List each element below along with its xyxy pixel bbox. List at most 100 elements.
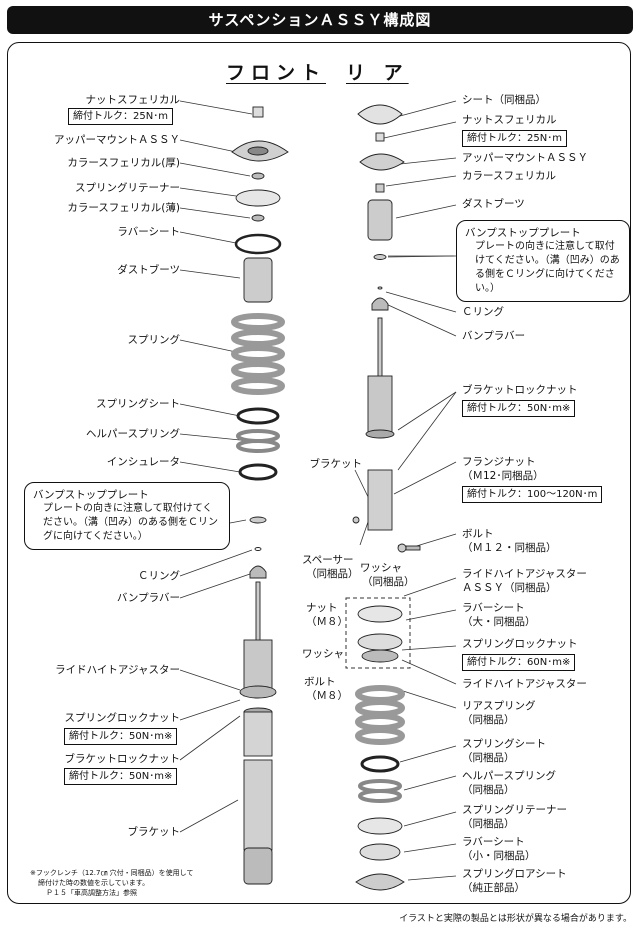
rear-label-flange-nut: フランジナット xyxy=(462,456,536,468)
rear-label-bump-rubber: バンプラバー xyxy=(462,330,526,342)
rear-label-spring-lower-seat: スプリングロアシート xyxy=(462,868,567,880)
page-title: サスペンションＡＳＳＹ構成図 xyxy=(7,6,633,34)
rear-bracket-lock-nut xyxy=(365,429,395,439)
rear-collar xyxy=(375,183,385,193)
front-collar-thick xyxy=(251,172,265,180)
rear-spring-seat xyxy=(360,755,400,773)
front-ride-height-adjuster xyxy=(239,685,277,699)
rear-label-seat: シート（同梱品） xyxy=(462,94,546,106)
front-collar-thin xyxy=(251,214,265,222)
rear-label-bolt-spec: （Ｍ１２・同梱品） xyxy=(462,542,557,554)
front-spring-seat xyxy=(236,407,280,425)
adjuster-group-outline xyxy=(345,597,411,669)
rear-bump-plate xyxy=(373,254,387,260)
rear-ride-height-adjuster xyxy=(361,649,399,663)
rear-note-body: プレートの向きに注意して取付けてください。（溝（凹み）のある側をＣリングに向けて… xyxy=(475,241,620,294)
rear-label-upper-mount: アッパーマウントＡＳＳＹ xyxy=(462,152,588,164)
footnote-line-2: 締付けた時の数値を示しています。 xyxy=(38,879,150,887)
rear-label-rear-spring: リアスプリング xyxy=(462,700,536,712)
rear-nut-spherical xyxy=(375,132,385,142)
front-parts xyxy=(231,106,289,885)
rear-label-adjuster-assy-note: ＡＳＳＹ（同梱品） xyxy=(462,582,557,594)
front-label-helper-spring: ヘルパースプリング xyxy=(86,428,180,440)
rear-parts xyxy=(352,104,421,891)
front-rubber-seat xyxy=(234,233,282,255)
rear-label-bolt-m8: ボルト xyxy=(304,676,336,688)
front-piston-rod xyxy=(255,581,261,643)
rear-torque-spring-lock: 締付トルク：60N･m※ xyxy=(462,654,576,671)
front-c-ring xyxy=(254,547,262,551)
front-torque-bracket-lock: 締付トルク：50N･m※ xyxy=(64,768,178,785)
rear-label-spacer: スペーサー xyxy=(302,554,354,566)
rear-label-rubber-seat-large: ラバーシート xyxy=(462,602,525,614)
rear-bump-rubber xyxy=(371,297,389,311)
rear-label-washer-note: （同梱品） xyxy=(362,576,415,588)
front-label-collar-thick: カラースフェリカル(厚) xyxy=(67,157,180,169)
rear-label-helper-spring: ヘルパースプリング xyxy=(462,770,556,782)
diagram-frame xyxy=(7,42,631,904)
rear-helper-spring xyxy=(358,779,402,803)
rear-washer xyxy=(397,543,407,553)
rear-label-spring-retainer-note: （同梱品） xyxy=(462,818,515,830)
front-bracket xyxy=(243,759,273,851)
front-bump-plate-note: バンプストッププレート プレートの向きに注意して取付けてください。（溝（凹み）の… xyxy=(24,482,230,550)
rear-bracket xyxy=(367,469,393,531)
front-dust-boot xyxy=(243,257,273,303)
front-label-spring-seat: スプリングシート xyxy=(96,398,180,410)
leader-lines xyxy=(179,100,457,881)
front-label-spring: スプリング xyxy=(127,334,181,346)
front-nut-spherical xyxy=(252,106,264,118)
rear-upper-mount xyxy=(359,153,405,171)
front-torque-spring-lock: 締付トルク：50N･m※ xyxy=(64,728,178,745)
rear-label-spring-lock-nut: スプリングロックナット xyxy=(462,638,578,650)
front-helper-spring xyxy=(236,429,280,453)
rear-bolt-m12 xyxy=(405,545,421,551)
rear-label-collar: カラースフェリカル xyxy=(462,170,556,182)
rear-spring xyxy=(355,685,405,745)
rear-torque-nut: 締付トルク：25N･m xyxy=(462,130,567,147)
front-note-title: バンプストッププレート xyxy=(33,489,149,501)
rear-label-bracket-lock-nut: ブラケットロックナット xyxy=(462,384,578,396)
section-rear-heading: リ ア xyxy=(346,62,409,84)
rear-c-ring xyxy=(377,286,383,290)
rear-label-spring-seat: スプリングシート xyxy=(462,738,546,750)
rear-piston-rod xyxy=(377,317,383,379)
rear-damper-body xyxy=(367,375,393,437)
rear-torque-flange: 締付トルク：100～120N･m xyxy=(462,486,603,503)
rear-label-c-ring: Ｃリング xyxy=(462,306,504,318)
rear-label-nut-m8-spec: （Ｍ８） xyxy=(306,616,348,628)
rear-label-helper-spring-note: （同梱品） xyxy=(462,784,515,796)
front-label-bump-rubber: バンプラバー xyxy=(116,592,180,604)
front-bump-plate xyxy=(249,516,267,524)
rear-label-spring-retainer: スプリングリテーナー xyxy=(462,804,567,816)
rear-label-spacer-note: （同梱品） xyxy=(306,568,359,580)
rear-label-nut-m8: ナット xyxy=(306,602,338,614)
rear-label-flange-nut-spec: （Ｍ12･同梱品） xyxy=(462,470,544,482)
front-label-upper-mount: アッパーマウントＡＳＳＹ xyxy=(54,134,180,146)
rear-rubber-seat-large xyxy=(357,605,403,623)
front-label-bracket: ブラケット xyxy=(127,826,181,838)
rear-label-washer: ワッシャ xyxy=(360,562,402,574)
rear-dust-boot xyxy=(367,199,393,241)
rear-label-bolt-m8-spec: （Ｍ８） xyxy=(306,690,348,702)
front-label-dust-boot: ダストブーツ xyxy=(117,264,180,276)
rear-label-bracket: ブラケット xyxy=(309,458,363,470)
rear-bump-plate-note: バンプストッププレート プレートの向きに注意して取付けてください。（溝（凹み）の… xyxy=(456,220,630,302)
front-spring-retainer xyxy=(235,189,281,207)
rear-label-spring-lower-seat-note: （純正部品） xyxy=(462,882,525,894)
rear-torque-bracket-lock: 締付トルク：50N･m※ xyxy=(462,400,576,417)
front-bump-rubber xyxy=(249,565,267,579)
footnote-line-1: ※フックレンチ（12.7㎝ 穴付・同梱品）を使用して xyxy=(30,869,194,877)
rear-label-dust-boot: ダストブーツ xyxy=(462,198,525,210)
rear-label-ride-height-adjuster: ライドハイトアジャスター xyxy=(462,678,587,690)
rear-label-rubber-seat-large-note: （大・同梱品） xyxy=(462,616,536,628)
front-label-spring-lock-nut: スプリングロックナット xyxy=(64,712,181,724)
front-label-collar-thin: カラースフェリカル(薄) xyxy=(67,202,180,214)
rear-spring-retainer xyxy=(357,817,403,835)
disclaimer: イラストと実際の製品とは形状が異なる場合があります。 xyxy=(399,914,632,924)
front-label-rubber-seat: ラバーシート xyxy=(117,226,180,238)
section-front-heading: フロント xyxy=(226,62,327,84)
rear-label-bolt: ボルト xyxy=(462,528,494,540)
front-label-ride-height-adjuster: ライドハイトアジャスター xyxy=(55,664,180,676)
